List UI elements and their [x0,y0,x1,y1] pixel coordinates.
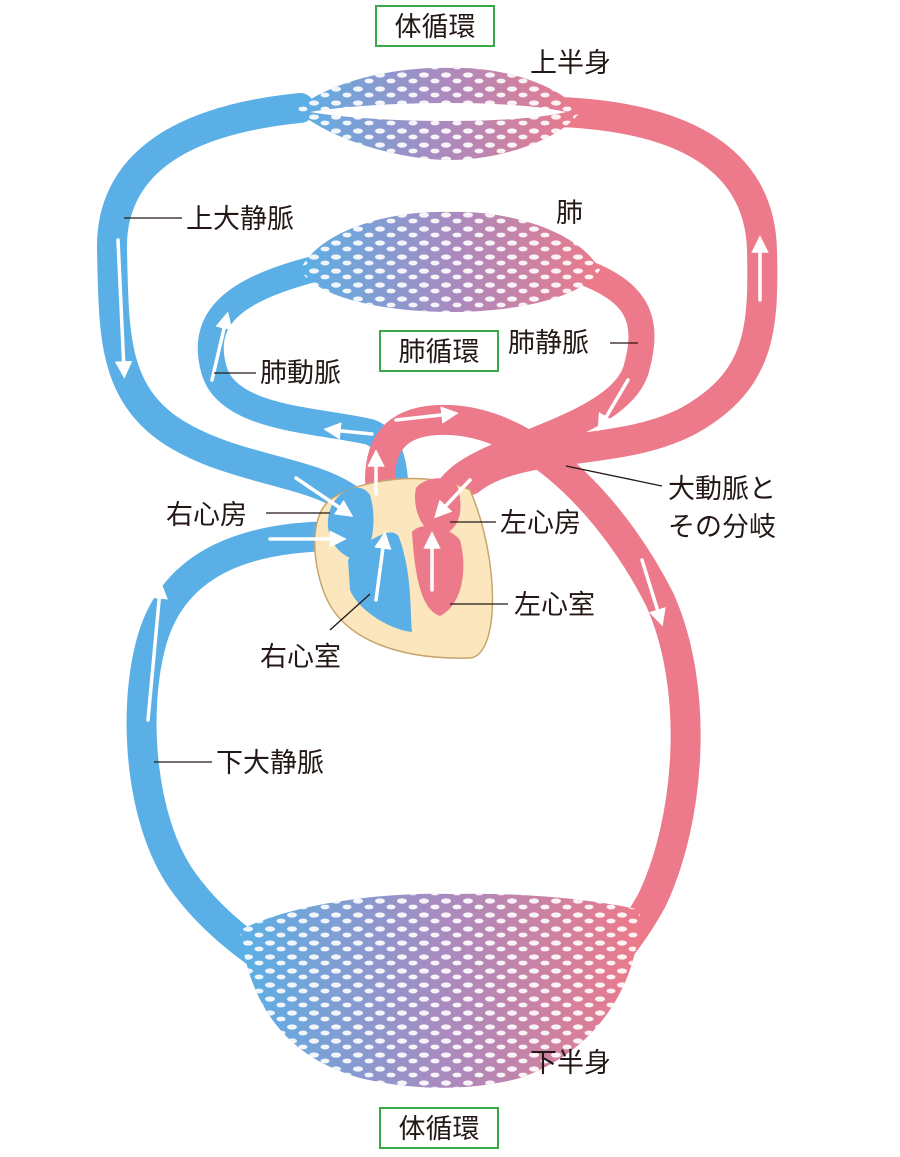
systemic-circuit-bottom-label: 体循環 [399,1114,480,1145]
leader-lines [124,217,663,763]
aorta-upper-branch [455,97,778,495]
pulmonary-vein [423,255,655,533]
pulmonary-vein-label: 肺静脈 [508,328,589,359]
aorta-label-line1: 大動脈と [668,474,776,505]
right-ventricle-label: 右心室 [260,642,341,673]
right-atrium-label: 右心房 [166,500,247,531]
lower-body-label: 下半身 [530,1048,611,1079]
flow-arrow [114,238,133,379]
flow-arrows [114,235,769,722]
systemic-circuit-bottom-box: 体循環 [379,1107,499,1149]
flow-arrow [640,558,666,627]
flow-arrow [597,378,630,432]
inferior-vena-cava-label: 下大静脈 [216,748,324,779]
upper-body-label: 上半身 [530,48,611,79]
flow-arrow [210,311,233,382]
lung-capillaries [300,211,600,312]
upper-body-capillaries [296,67,580,160]
leader-line [329,593,371,631]
pulmonary-circuit-label: 肺循環 [399,337,480,368]
flow-arrow [394,406,459,424]
flow-arrow [434,478,472,519]
aorta-label-line2: その分岐 [668,512,776,543]
leader-line [565,465,663,487]
flow-arrow [323,422,374,440]
labels: 上半身 肺 下半身 上大静脈 肺動脈 肺静脈 大動脈と その分岐 下大静脈 右心… [166,48,776,1079]
flow-arrow [146,581,168,722]
flow-arrow [374,531,392,602]
heart [314,477,494,659]
pulmonary-circuit-box: 肺循環 [379,330,499,372]
left-atrium-label: 左心房 [500,508,581,539]
lung-label: 肺 [556,198,583,229]
pulmonary-artery-label: 肺動脈 [260,358,341,389]
systemic-circuit-top-label: 体循環 [395,12,476,43]
superior-vena-cava-label: 上大静脈 [186,204,294,235]
descending-aorta [365,404,701,1000]
superior-vena-cava [96,93,365,515]
systemic-circuit-top-box: 体循環 [375,5,495,47]
flow-arrow [294,476,354,517]
vessels [96,93,778,1000]
inferior-vena-cava [126,521,355,990]
lower-body-capillaries [240,893,640,1088]
left-ventricle-label: 左心室 [514,590,595,621]
